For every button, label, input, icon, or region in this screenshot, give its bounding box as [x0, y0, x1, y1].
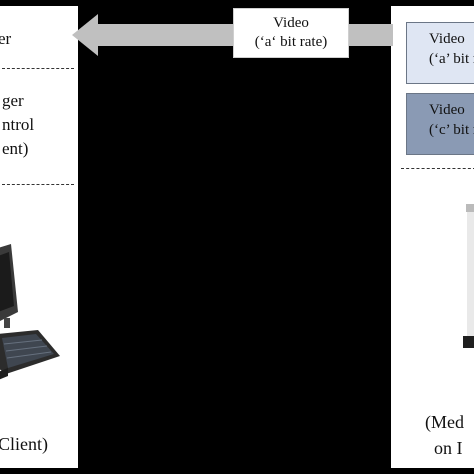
client-row2-line2: ntrol	[2, 115, 35, 134]
client-computer-icon	[0, 244, 60, 380]
video-box-a-line2: (‘a’ bit r	[429, 51, 474, 67]
client-row1-text: er	[0, 29, 12, 48]
server-caption-line1: (Med	[425, 412, 464, 432]
client-row2-line3: ent)	[2, 139, 29, 158]
video-box-a: Video (‘a’ bit r	[406, 22, 474, 84]
client-panel: er ger ntrol ent) Client)	[0, 6, 78, 468]
server-panel: Video (‘a’ bit r Video (‘c’ bit r (Med o…	[391, 6, 474, 468]
video-box-c-line2: (‘c’ bit r	[429, 122, 474, 138]
client-divider-1	[2, 68, 74, 69]
client-divider-2	[2, 184, 74, 185]
client-caption: Client)	[0, 434, 48, 454]
video-flow-label: Video (‘a‘ bit rate)	[233, 8, 349, 58]
client-row2-line1: ger	[2, 91, 24, 110]
video-box-c-line1: Video	[429, 102, 465, 118]
video-flow-label-line2: (‘a‘ bit rate)	[254, 34, 328, 50]
server-caption-line2: on I	[434, 438, 463, 458]
server-divider	[401, 168, 474, 169]
video-flow-label-line1: Video	[273, 15, 309, 31]
video-box-a-line1: Video	[429, 31, 465, 47]
server-tower-icon	[463, 204, 474, 348]
video-box-c: Video (‘c’ bit r	[406, 93, 474, 155]
